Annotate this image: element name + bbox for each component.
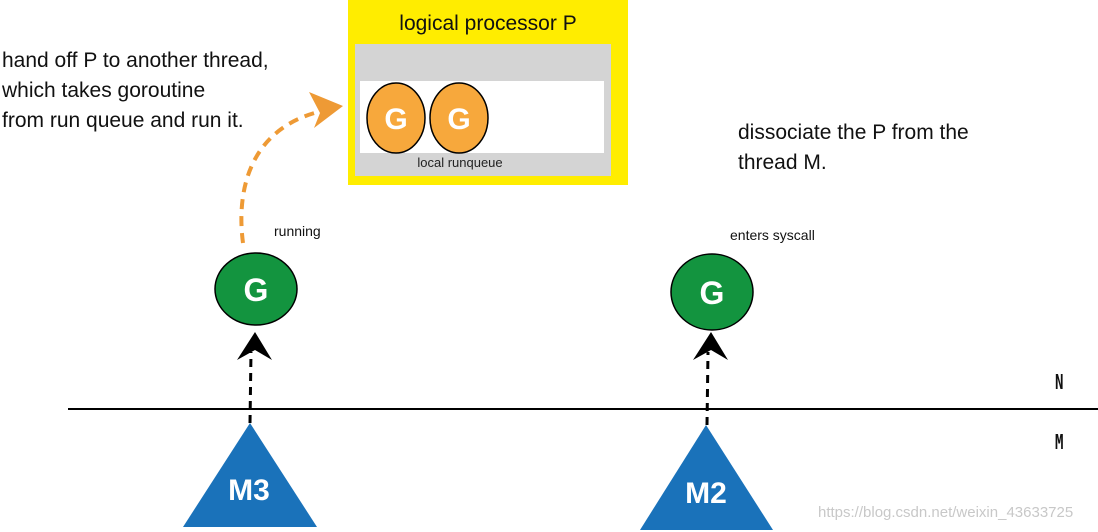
- handoff-arrow-head: [309, 92, 343, 128]
- handoff-arrow: [239, 110, 319, 244]
- handoff-note-line: which takes goroutine: [2, 79, 206, 102]
- thread-triangle: [183, 423, 317, 527]
- thread-m2: M2: [640, 425, 773, 530]
- dissociate-note-line: dissociate the P from the: [738, 121, 969, 144]
- m3-arrow-head: [237, 332, 272, 360]
- runqueue-goroutine-label: G: [447, 103, 470, 136]
- goroutine-label: G: [700, 275, 725, 311]
- dissociate-note-line: thread M.: [738, 151, 827, 174]
- m3-to-g-arrow: [248, 351, 253, 424]
- runqueue-goroutine-label: G: [384, 103, 407, 136]
- dissociate-note: dissociate the P from the thread M.: [738, 118, 969, 178]
- thread-label: M3: [228, 474, 270, 507]
- m2-arrow-head: [693, 332, 728, 360]
- handoff-note: hand off P to another thread, which take…: [2, 46, 269, 136]
- thread-label: M2: [685, 477, 727, 510]
- thread-m3: M3: [183, 423, 317, 527]
- processor-title: logical processor P: [399, 12, 577, 35]
- handoff-note-line: hand off P to another thread,: [2, 49, 269, 72]
- state-label-m3: running: [274, 223, 321, 239]
- syscall-goroutine-m2: G: [670, 253, 754, 331]
- runqueue-goroutine: G: [429, 82, 489, 154]
- goroutine-label: G: [244, 272, 269, 308]
- n-label: N: [1055, 370, 1064, 394]
- m-label: M: [1055, 430, 1064, 454]
- runqueue-goroutine: G: [366, 82, 426, 154]
- runqueue-label: local runqueue: [417, 155, 503, 170]
- m2-to-g-arrow: [705, 351, 710, 426]
- state-label-m2: enters syscall: [730, 227, 815, 243]
- watermark: https://blog.csdn.net/weixin_43633725: [818, 504, 1074, 521]
- handoff-note-line: from run queue and run it.: [2, 109, 244, 132]
- running-goroutine-m3: G: [214, 252, 298, 326]
- thread-triangle: [640, 425, 773, 530]
